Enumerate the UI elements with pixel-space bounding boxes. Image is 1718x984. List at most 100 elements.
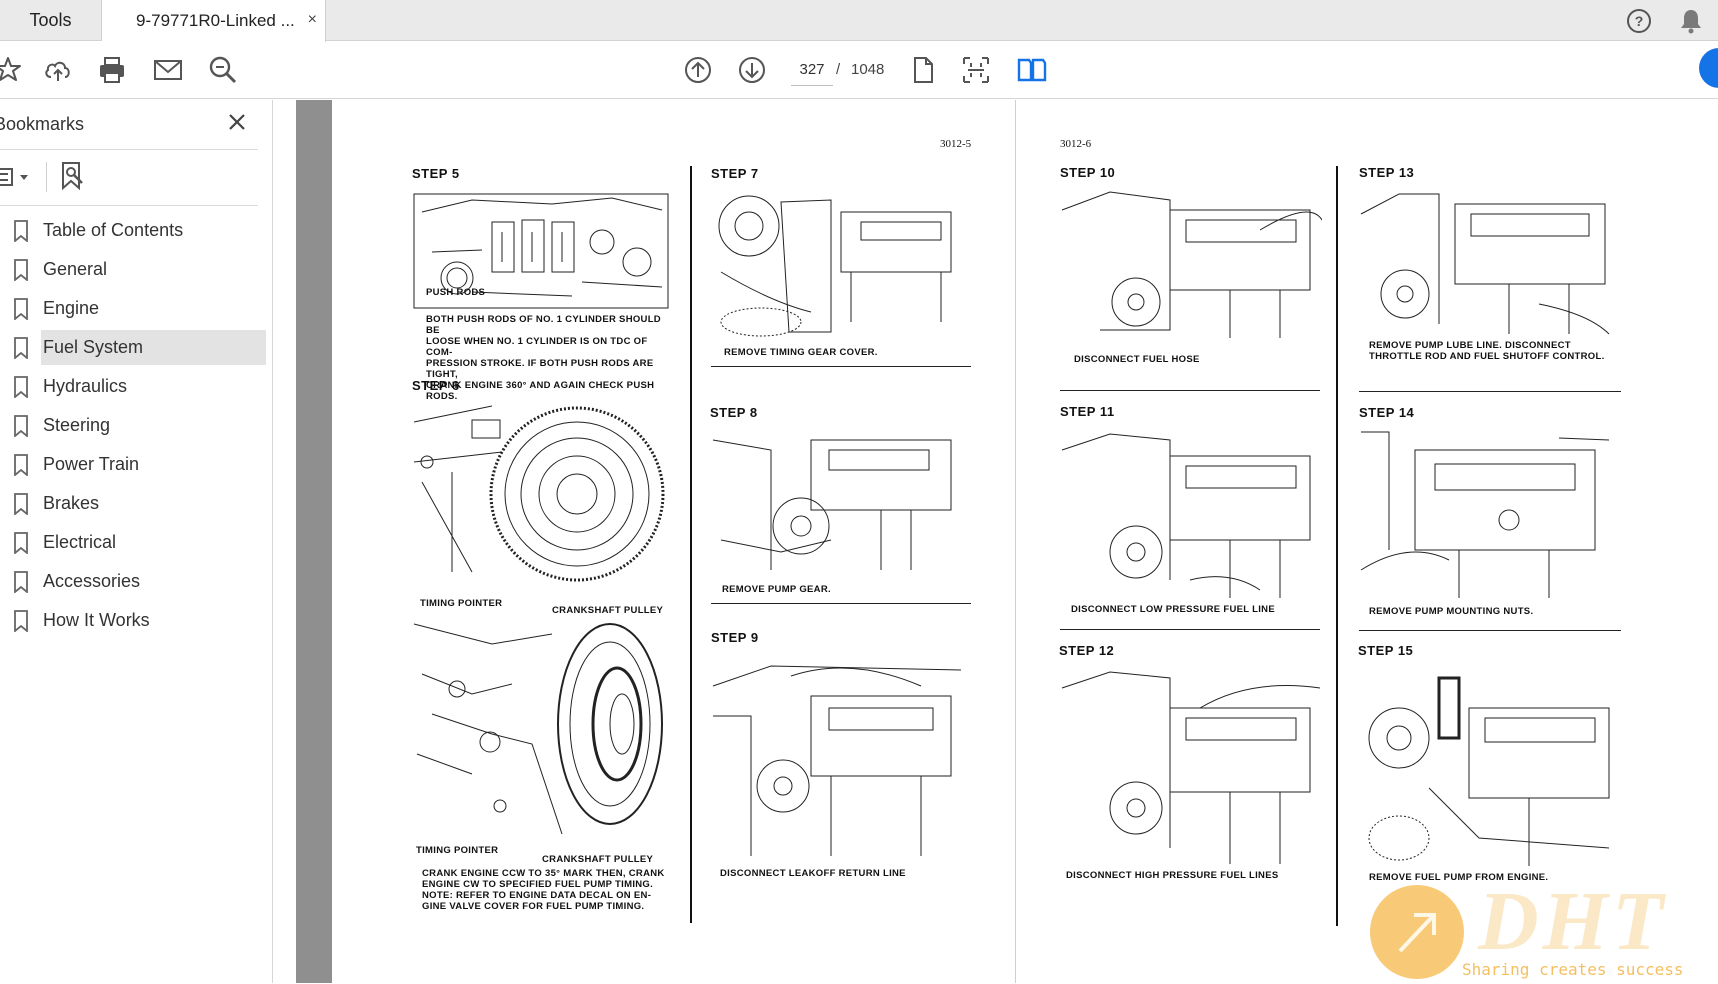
- bookmark-label: Steering: [43, 415, 111, 435]
- bookmark-label: Brakes: [43, 493, 100, 513]
- svg-text:?: ?: [1635, 13, 1644, 29]
- step-title: STEP 8: [710, 405, 758, 420]
- illustration-label: CRANKSHAFT PULLEY: [552, 605, 664, 616]
- bookmark-item[interactable]: General: [0, 250, 273, 289]
- bookmark-icon: [14, 571, 28, 593]
- step-caption: REMOVE TIMING GEAR COVER.: [724, 347, 878, 358]
- step-divider: [711, 366, 971, 367]
- fuel-hose-illustration: [1061, 191, 1322, 338]
- watermark-arrow-icon: [1398, 913, 1436, 953]
- email-icon[interactable]: [152, 54, 184, 86]
- pump-lube-line-illustration: [1360, 193, 1610, 335]
- step-caption: REMOVE FUEL PUMP FROM ENGINE.: [1369, 872, 1549, 883]
- step-divider: [711, 603, 971, 604]
- step-title: STEP 15: [1358, 643, 1414, 658]
- step-title: STEP 6: [412, 378, 460, 393]
- tab-bar: Tools 9-79771R0-Linked ... × ?: [0, 0, 1718, 42]
- step-caption: DISCONNECT HIGH PRESSURE FUEL LINES: [1066, 870, 1279, 881]
- bookmark-options-icon[interactable]: [0, 162, 38, 192]
- bookmark-icon: [14, 298, 28, 320]
- bookmark-item[interactable]: Engine: [0, 289, 273, 328]
- step-title: STEP 5: [412, 166, 460, 181]
- bookmark-icon: [14, 220, 28, 242]
- leakoff-line-illustration: [712, 665, 962, 856]
- bookmark-item[interactable]: Brakes: [0, 484, 273, 523]
- bookmark-label: Engine: [43, 298, 100, 318]
- zoom-icon[interactable]: [207, 54, 239, 86]
- step-divider: [1060, 629, 1320, 630]
- single-page-icon[interactable]: [907, 54, 939, 86]
- step-caption: REMOVE PUMP GEAR.: [722, 584, 831, 595]
- crankshaft-pulley-illustration: [413, 405, 665, 582]
- engine-head-illustration: [413, 193, 669, 309]
- bookmark-item[interactable]: Accessories: [0, 562, 273, 601]
- bookmark-item[interactable]: Power Train: [0, 445, 273, 484]
- page-number-input[interactable]: [791, 54, 833, 86]
- bookmarks-panel-title: Bookmarks: [0, 114, 85, 134]
- bookmark-icon: [14, 493, 28, 515]
- bookmark-item[interactable]: How It Works: [0, 601, 273, 640]
- notifications-bell-icon[interactable]: [1678, 7, 1704, 35]
- step-caption: BOTH PUSH RODS OF NO. 1 CYLINDER SHOULD …: [426, 314, 661, 402]
- column-divider: [690, 166, 692, 923]
- step-title: STEP 10: [1060, 165, 1116, 180]
- step-divider: [1060, 390, 1320, 391]
- page-up-icon[interactable]: [682, 54, 714, 86]
- bookmark-item[interactable]: Fuel System: [0, 328, 273, 367]
- bookmark-label: General: [43, 259, 108, 279]
- illustration-label: PUSH RODS: [426, 287, 486, 298]
- bookmark-icon: [14, 454, 28, 476]
- step-caption: DISCONNECT LEAKOFF RETURN LINE: [720, 868, 906, 879]
- star-icon[interactable]: [0, 54, 26, 86]
- illustration-label: CRANKSHAFT PULLEY: [542, 854, 654, 865]
- fit-page-icon[interactable]: [960, 54, 992, 86]
- tab-document[interactable]: 9-79771R0-Linked ... ×: [102, 0, 326, 42]
- step-title: STEP 9: [711, 630, 759, 645]
- step-caption: DISCONNECT LOW PRESSURE FUEL LINE: [1071, 604, 1275, 615]
- pump-gear-illustration: [712, 439, 952, 570]
- close-panel-icon[interactable]: [226, 111, 248, 133]
- illustration-label: TIMING POINTER: [420, 598, 503, 609]
- high-pressure-lines-illustration: [1061, 671, 1321, 864]
- print-icon[interactable]: [96, 54, 128, 86]
- page-number: 3012-6: [1060, 138, 1092, 150]
- step-title: STEP 12: [1059, 643, 1115, 658]
- tab-close-icon[interactable]: ×: [307, 11, 317, 28]
- watermark-logo-text: DHT: [1478, 875, 1668, 968]
- bookmark-icon: [14, 610, 28, 632]
- step-caption: REMOVE PUMP MOUNTING NUTS.: [1369, 606, 1534, 617]
- page-separator: /: [836, 61, 841, 78]
- column-divider: [1336, 166, 1338, 926]
- bookmark-label: Table of Contents: [43, 220, 184, 240]
- page-down-icon[interactable]: [736, 54, 768, 86]
- step-title: STEP 7: [711, 166, 759, 181]
- bookmark-item[interactable]: Hydraulics: [0, 367, 273, 406]
- toolbar: / 1048: [0, 42, 1718, 99]
- two-page-view-icon[interactable]: [1016, 54, 1048, 86]
- bookmark-item[interactable]: Steering: [0, 406, 273, 445]
- upload-cloud-icon[interactable]: [42, 54, 74, 86]
- tab-document-label: 9-79771R0-Linked ...: [136, 11, 295, 30]
- tab-tools[interactable]: Tools: [0, 0, 102, 41]
- account-avatar[interactable]: [1699, 48, 1718, 88]
- bookmark-label: Fuel System: [41, 330, 266, 365]
- bookmark-item[interactable]: Electrical: [0, 523, 273, 562]
- step-caption: CRANK ENGINE CCW TO 35° MARK THEN, CRANK…: [422, 868, 665, 912]
- document-page-right: 3012-6 STEP 10 DISCONNECT FUEL HOSE STEP…: [1016, 100, 1718, 983]
- watermark-tagline: Sharing creates success: [1462, 960, 1684, 979]
- pump-mounting-nuts-illustration: [1360, 431, 1610, 598]
- add-bookmark-icon[interactable]: [58, 160, 86, 192]
- step-divider: [1359, 630, 1621, 631]
- step-title: STEP 14: [1359, 405, 1415, 420]
- watermark-logo-circle: [1370, 885, 1464, 979]
- help-icon[interactable]: ?: [1625, 7, 1653, 35]
- step-title: STEP 13: [1359, 165, 1415, 180]
- step-title: STEP 11: [1060, 404, 1115, 419]
- bookmark-item[interactable]: Table of Contents: [0, 211, 273, 250]
- page-number: 3012-5: [940, 138, 972, 150]
- page-total: 1048: [851, 61, 885, 78]
- bookmark-icon: [14, 259, 28, 281]
- illustration-label: TIMING POINTER: [416, 845, 499, 856]
